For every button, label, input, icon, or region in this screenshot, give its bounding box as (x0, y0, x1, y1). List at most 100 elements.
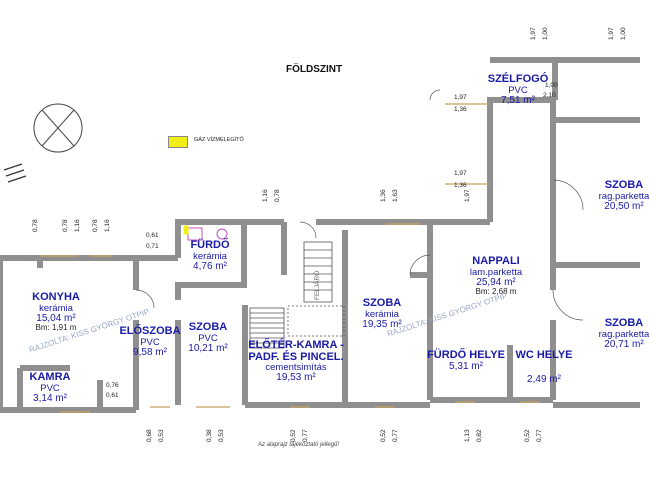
dimension-label: 0,53 (158, 429, 165, 442)
dimension-label: 1,97 (454, 170, 467, 177)
room-name: SZOBA (604, 179, 644, 191)
dimension-label: 1,97 (530, 27, 537, 40)
room-area: 25,94 m² (476, 276, 516, 288)
room-area: 7,51 m² (501, 94, 535, 106)
room-material: lam.parketta (469, 266, 523, 278)
dimension-label: 0,78 (62, 219, 69, 232)
dimension-label: 0,61 (106, 392, 119, 399)
room-name: ELŐSZOBA (119, 325, 181, 337)
dimension-label: 1,97 (464, 189, 471, 202)
room-name: KAMRA (29, 371, 71, 383)
dimension-label: 0,78 (32, 219, 39, 232)
dimension-label: 2,10 (543, 92, 556, 99)
gas-heater-legend-label: GÁZ VÍZMELEGÍTŐ (194, 137, 244, 143)
dimension-label: 0,78 (92, 219, 99, 232)
room-name: SZÉLFOGÓ (487, 73, 549, 85)
outer-walls (0, 57, 640, 413)
dimension-label: 0,68 (146, 429, 153, 442)
gas-heater-legend-swatch (168, 136, 188, 148)
room-szelfogo: SZÉLFOGÓ PVC 7,51 m² (487, 73, 549, 106)
room-eloszoba: ELŐSZOBA PVC 9,58 m² (119, 325, 181, 358)
room-area: 3,14 m² (33, 392, 67, 404)
dimension-label: 1,36 (454, 106, 467, 113)
dimension-label: 0,38 (206, 429, 213, 442)
dimension-label: 1,16 (74, 219, 81, 232)
room-szoba-2: SZOBA kerámia 19,35 m² (362, 297, 402, 330)
room-szoba-1: SZOBA PVC 10,21 m² (188, 321, 228, 354)
dimension-label: 0,52 (524, 429, 531, 442)
dimension-label: 1,63 (392, 189, 399, 202)
dimension-label: 0,52 (290, 429, 297, 442)
dimension-label: 1,13 (464, 429, 471, 442)
room-wc-helye: WC HELYE 2,49 m² (515, 349, 573, 385)
dimension-label: 1,00 (545, 82, 558, 89)
room-eloter-kamra: ELŐTÉR-KAMRA -PADF. ÉS PINCEL. cementsim… (244, 339, 348, 384)
room-area: 19,53 m² (276, 372, 316, 384)
window-lines (40, 103, 540, 413)
room-material: PVC (198, 332, 218, 344)
room-area: 2,49 m² (527, 373, 561, 385)
dimension-label: 0,77 (302, 429, 309, 442)
room-material: cementsimítás (265, 362, 327, 374)
floor-title: FÖLDSZINT (286, 64, 343, 75)
room-area: 10,21 m² (188, 342, 228, 354)
footnote: Az alaprajz tájékoztató jellegű! (258, 442, 340, 448)
room-furdo: FÜRDŐ kerámia 4,76 m² (190, 239, 229, 272)
dimension-label: 1,16 (104, 219, 111, 232)
dimension-label: 0,61 (146, 232, 159, 239)
dimension-label: 0,52 (380, 429, 387, 442)
dimension-label: 1,36 (380, 189, 387, 202)
dimension-label: 1,97 (608, 27, 615, 40)
room-height-note: Bm: 1,91 m (35, 323, 77, 333)
stairs-icon (249, 241, 345, 349)
dimension-label: 1,36 (454, 182, 467, 189)
room-area: 20,50 m² (604, 200, 644, 212)
room-szoba-3: SZOBA rag.parketta 20,50 m² (598, 179, 649, 212)
room-name: ELŐTÉR-KAMRA -PADF. ÉS PINCEL. (248, 339, 344, 363)
room-area: 4,76 m² (193, 260, 227, 272)
room-nappali: NAPPALI lam.parketta 25,94 m² Bm: 2,68 m (469, 255, 523, 297)
door-swings (135, 89, 584, 321)
room-material: kerámia (39, 302, 73, 314)
room-konyha: KONYHA kerámia 15,04 m² Bm: 1,91 m (32, 291, 80, 333)
room-height-note: Bm: 2,68 m (475, 287, 517, 297)
room-area: 5,31 m² (449, 360, 483, 372)
room-material: PVC (40, 382, 60, 394)
room-name: WC HELYE (515, 349, 573, 361)
room-material: rag.parketta (598, 190, 649, 202)
dimension-label: 1,16 (262, 189, 269, 202)
room-name: SZOBA (362, 297, 402, 309)
room-name: NAPPALI (472, 255, 520, 267)
dimension-label: 0,82 (476, 429, 483, 442)
dimension-label: 1,00 (620, 27, 627, 40)
dimension-label: 0,76 (106, 382, 119, 389)
room-material: PVC (508, 84, 528, 96)
dimension-label: 0,78 (274, 189, 281, 202)
room-material: PVC (140, 336, 160, 348)
room-area: 19,35 m² (362, 318, 402, 330)
north-arrow-icon (33, 103, 83, 153)
room-kamra: KAMRA PVC 3,14 m² (29, 371, 71, 404)
room-area: 9,58 m² (133, 346, 167, 358)
dimension-label: 1,97 (454, 94, 467, 101)
dimension-label: 0,53 (218, 429, 225, 442)
room-name: FÜRDŐ HELYE (427, 349, 505, 361)
room-area: 20,71 m² (604, 338, 644, 350)
room-material: kerámia (365, 308, 399, 320)
room-szoba-4: SZOBA rag.parketta 20,71 m² (598, 317, 649, 350)
room-material: rag.parketta (598, 328, 649, 340)
room-furdo-helye: FÜRDŐ HELYE 5,31 m² (427, 349, 505, 372)
bathroom-fixtures (183, 225, 228, 241)
entry-arrow-icon (3, 163, 27, 183)
dimension-label: 1,00 (542, 27, 549, 40)
room-name: SZOBA (188, 321, 228, 333)
room-name: SZOBA (604, 317, 644, 329)
room-area: 15,04 m² (36, 312, 76, 324)
room-material: kerámia (193, 250, 227, 262)
dimension-label: 0,71 (146, 243, 159, 250)
room-name: KONYHA (32, 291, 80, 303)
dimension-label: 0,77 (536, 429, 543, 442)
dimension-label: 0,77 (392, 429, 399, 442)
stair-label: FELJÁRÓ (314, 270, 321, 300)
